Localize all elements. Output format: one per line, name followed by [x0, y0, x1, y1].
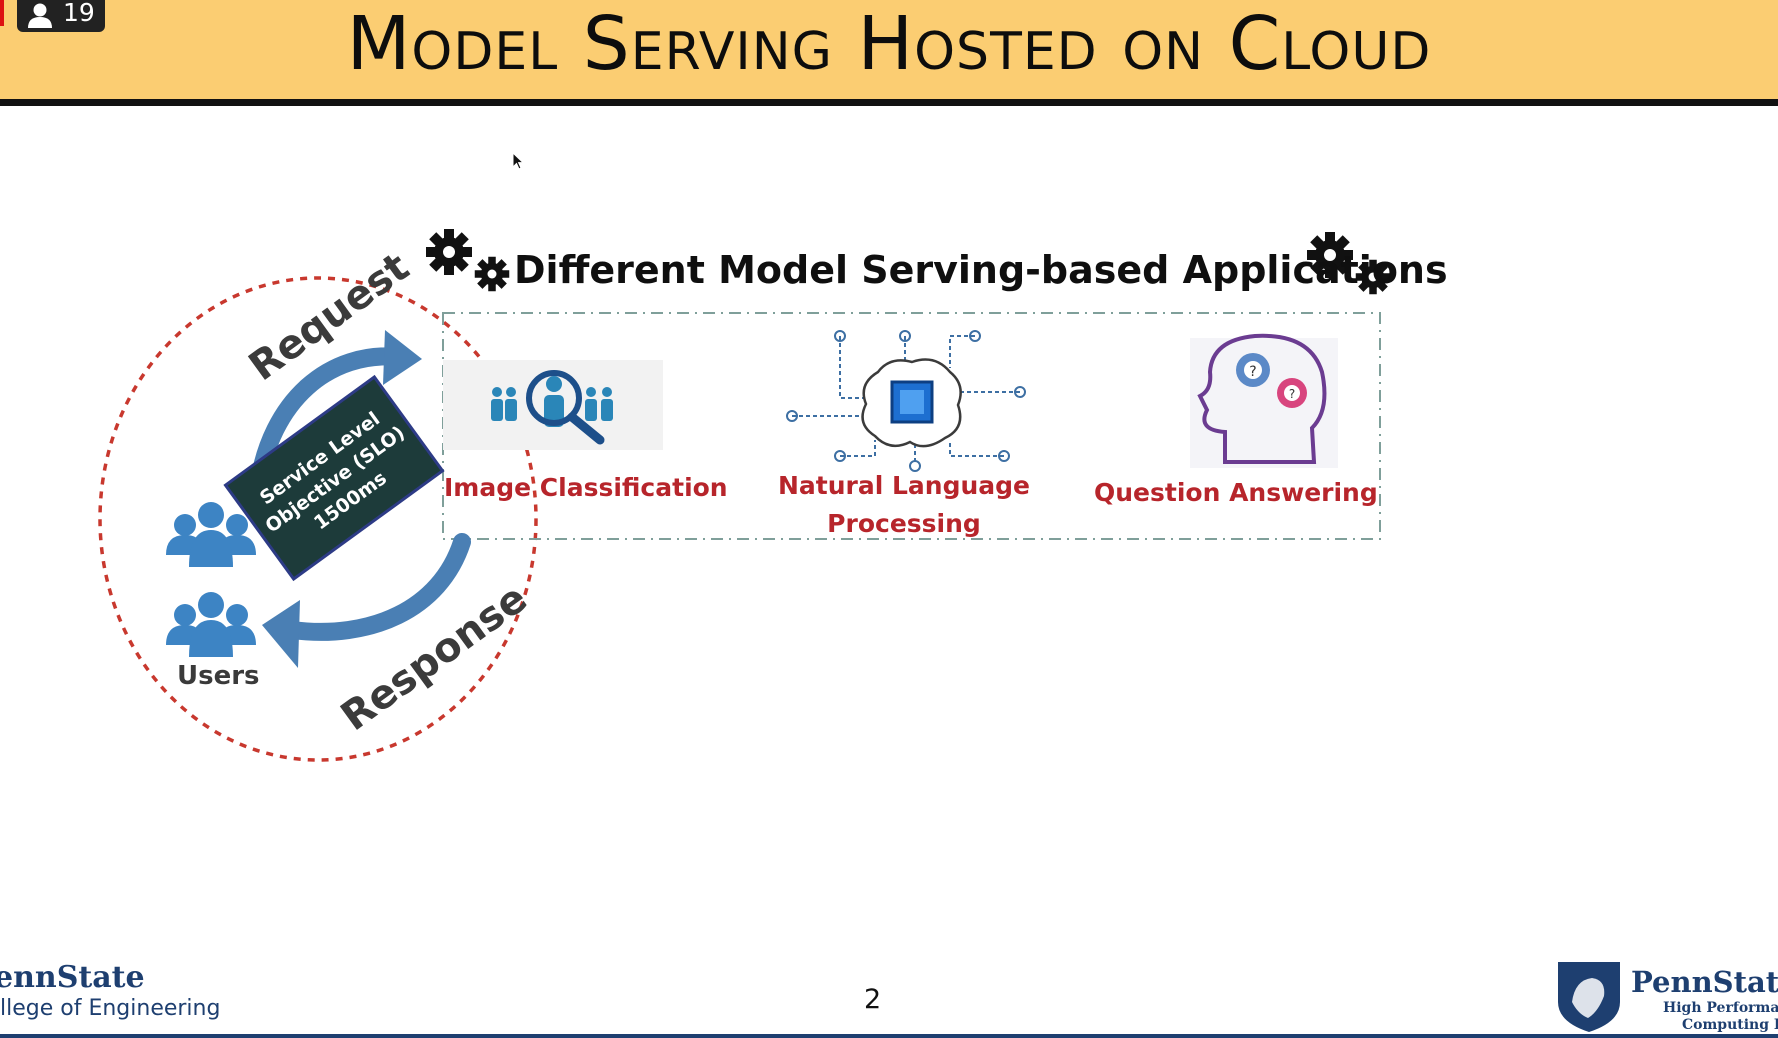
slo-box: Service Level Objective (SLO) 1500ms [223, 374, 445, 582]
nlp-label: Natural Language Processing [770, 467, 1038, 543]
page-number: 2 [864, 984, 882, 1015]
users-group-icon-top [166, 502, 256, 567]
mouse-cursor-icon [512, 151, 526, 176]
users-scope-dashed-ellipse [98, 276, 538, 762]
participants-count: 19 [63, 0, 95, 27]
image-classification-icon [443, 360, 663, 450]
penn-state-shield-logo [1558, 962, 1620, 1032]
footer-pennstate-right: PennState [1631, 965, 1778, 999]
window-edge-marker [0, 0, 4, 26]
request-arrowhead [383, 330, 422, 385]
footer-hpc-line-1: High Performance [1663, 1000, 1778, 1016]
slide-title: Model Serving Hosted on Cloud [346, 1, 1432, 87]
svg-text:?: ? [1289, 387, 1295, 401]
bottom-border [0, 1034, 1778, 1038]
title-bar [0, 0, 1778, 106]
footer-hpc-line-2: Computing Lab [1682, 1017, 1778, 1033]
image-classification-label: Image Classification [444, 473, 728, 502]
response-arrowhead [262, 600, 300, 668]
person-icon [25, 2, 55, 33]
applications-heading: Different Model Serving-based Applicatio… [514, 248, 1448, 292]
participants-badge[interactable]: 19 [17, 0, 105, 32]
nlp-label-line-2: Processing [827, 509, 981, 538]
question-answering-label: Question Answering [1094, 478, 1378, 507]
footer-college-label: llege of Engineering [0, 996, 221, 1021]
head-gears-icon: ? ? [1190, 333, 1338, 468]
nlp-label-line-1: Natural Language [777, 471, 1031, 500]
svg-text:?: ? [1249, 364, 1256, 380]
response-arrow [283, 533, 471, 641]
users-group-icon-bottom [166, 592, 256, 657]
footer-pennstate-left: ennState [0, 960, 145, 995]
gears-left-icon [426, 229, 510, 292]
users-label: Users [177, 661, 260, 691]
brain-chip-icon [786, 330, 1026, 472]
